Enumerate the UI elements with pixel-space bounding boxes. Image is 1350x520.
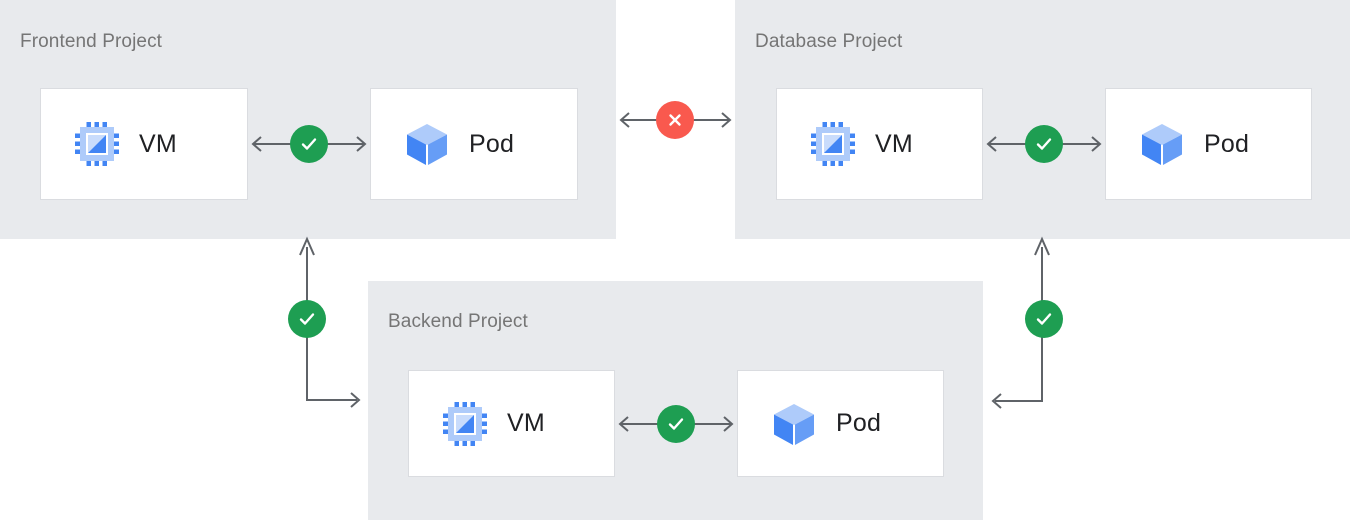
vm-chip-icon xyxy=(441,400,489,448)
card-database-pod[interactable]: Pod xyxy=(1105,88,1312,200)
check-circle-icon xyxy=(1036,138,1052,150)
card-backend-vm[interactable]: VM xyxy=(408,370,615,477)
card-backend-pod[interactable]: Pod xyxy=(737,370,944,477)
pod-cube-icon xyxy=(1138,120,1186,168)
pod-cube-icon xyxy=(403,120,451,168)
x-circle-icon xyxy=(669,114,681,126)
status-badge-backend-vm-pod[interactable] xyxy=(657,405,695,443)
card-label-backend-vm: VM xyxy=(507,409,545,437)
card-label-database-vm: VM xyxy=(875,129,913,158)
check-circle-icon xyxy=(301,138,317,150)
panel-title-backend: Backend Project xyxy=(388,311,528,332)
check-circle-icon xyxy=(299,313,315,325)
check-circle-icon xyxy=(1036,313,1052,325)
status-badge-database-vm-pod[interactable] xyxy=(1025,125,1063,163)
card-label-database-pod: Pod xyxy=(1204,129,1250,158)
status-badge-frontend-vm-pod[interactable] xyxy=(290,125,328,163)
card-label-frontend-pod: Pod xyxy=(469,129,515,158)
card-frontend-pod[interactable]: Pod xyxy=(370,88,578,200)
card-label-backend-pod: Pod xyxy=(836,409,882,437)
link-backend-frontend[interactable] xyxy=(295,235,375,410)
panel-title-database: Database Project xyxy=(755,31,903,52)
link-backend-database[interactable] xyxy=(980,235,1060,410)
vm-chip-icon xyxy=(809,120,857,168)
status-badge-backend-database[interactable] xyxy=(1025,300,1063,338)
status-badge-frontend-database[interactable] xyxy=(656,101,694,139)
card-database-vm[interactable]: VM xyxy=(776,88,983,200)
vm-chip-icon xyxy=(73,120,121,168)
card-label-frontend-vm: VM xyxy=(139,129,177,158)
pod-cube-icon xyxy=(770,400,818,448)
card-frontend-vm[interactable]: VM xyxy=(40,88,248,200)
check-circle-icon xyxy=(668,418,684,430)
panel-title-frontend: Frontend Project xyxy=(20,31,163,52)
status-badge-backend-frontend[interactable] xyxy=(288,300,326,338)
